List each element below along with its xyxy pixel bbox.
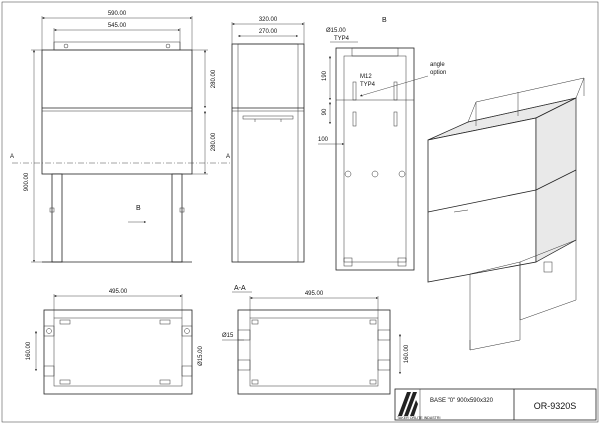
section-view: A-A 495.00 Ø15 160.00 xyxy=(222,285,410,395)
back-hole-dia: Ø15.00 xyxy=(326,28,346,34)
section-mark-right: A xyxy=(226,154,230,160)
back-dim-90: 90 xyxy=(322,108,328,115)
back-hole xyxy=(398,170,406,178)
back-thread: M12 xyxy=(360,74,372,80)
top-hole-dia: Ø15.00 xyxy=(198,345,204,365)
back-frame xyxy=(335,47,415,271)
front-view: 590.00 545.00 280.00 280.00 900.00 A A B xyxy=(10,11,230,263)
dim-depth-overall: 320.00 xyxy=(259,17,278,23)
isometric-view xyxy=(427,77,585,351)
top-view: 495.00 160.00 Ø15.00 xyxy=(26,289,204,395)
back-view: B Ø15.00 TYP4 M12 TYP4 190 90 100 angle … xyxy=(318,17,446,271)
back-hole xyxy=(344,170,352,178)
view-arrow-label: B xyxy=(136,205,141,212)
side-rail xyxy=(242,115,294,120)
part-number: OR-9320S xyxy=(534,401,577,411)
front-leg-left xyxy=(51,173,63,263)
top-dim-height: 160.00 xyxy=(26,341,32,360)
section-dim-width: 495.00 xyxy=(305,291,324,297)
back-typ-b: TYP4 xyxy=(360,82,376,88)
dim-depth-inner: 270.00 xyxy=(259,29,278,35)
back-hole xyxy=(371,170,379,178)
title-company: TAKER ORLITE INDASTRI xyxy=(397,416,440,420)
dim-width-inner: 545.00 xyxy=(108,23,127,29)
iso-plinth xyxy=(469,261,521,351)
section-outline xyxy=(237,309,391,395)
note-angle: angle xyxy=(430,62,445,68)
dim-height-upper: 280.00 xyxy=(211,69,217,88)
note-option: option xyxy=(430,70,446,76)
section-mark-left: A xyxy=(10,154,14,160)
front-leg-right xyxy=(171,173,183,263)
title-description: BASE "0" 900x590x320 xyxy=(430,398,494,404)
back-dim-190: 190 xyxy=(322,70,328,81)
iso-left-face xyxy=(427,117,537,283)
section-hole-dia: Ø15 xyxy=(222,333,234,339)
section-dim-height: 160.00 xyxy=(404,344,410,363)
back-dim-100: 100 xyxy=(318,137,329,143)
side-cabinet-body xyxy=(231,43,305,263)
dim-width-overall: 590.00 xyxy=(108,11,127,17)
top-dim-width: 495.00 xyxy=(109,289,128,295)
back-view-title: B xyxy=(382,17,387,24)
side-view: 320.00 270.00 xyxy=(231,17,305,263)
back-typ-a: TYP4 xyxy=(334,36,350,42)
title-block: BASE "0" 900x590x320 TAKER ORLITE INDAST… xyxy=(394,388,597,421)
title-block-frame xyxy=(394,388,597,421)
company-logo xyxy=(398,392,418,416)
front-cabinet-body xyxy=(41,49,193,175)
dim-height-total: 900.00 xyxy=(24,172,30,191)
section-title: A-A xyxy=(234,285,246,292)
dim-height-lower: 280.00 xyxy=(211,132,217,151)
